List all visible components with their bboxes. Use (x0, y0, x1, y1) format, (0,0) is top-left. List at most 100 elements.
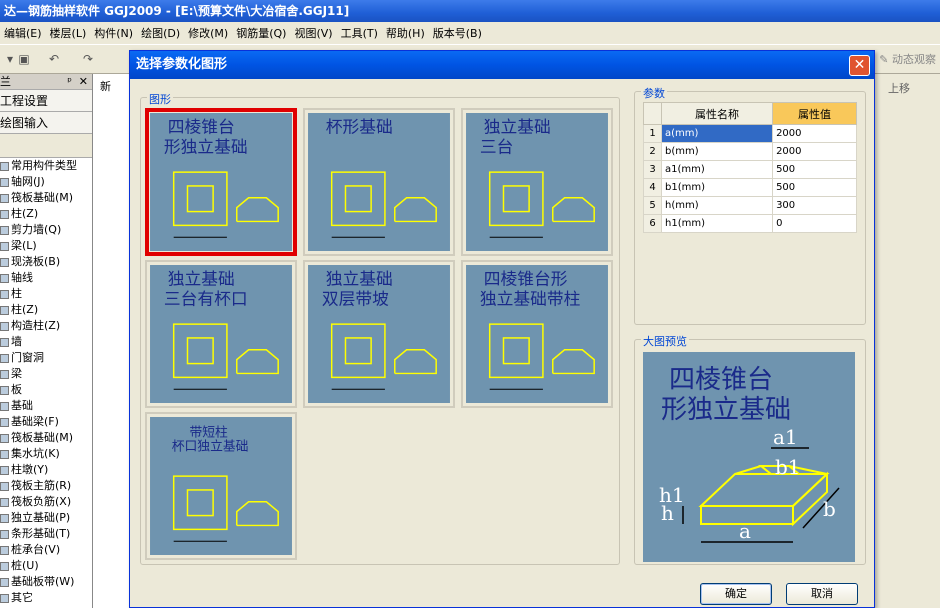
tree-item[interactable]: 板 (0, 382, 92, 398)
shape-title-2: 三台 (480, 136, 514, 156)
tree-item[interactable]: 柱(Z) (0, 206, 92, 222)
menu-tools[interactable]: 工具(T) (340, 27, 378, 40)
pyramid-foundation-drawing (698, 465, 830, 527)
project-settings-button[interactable]: 工程设置 (0, 90, 92, 112)
row-index: 6 (643, 214, 662, 233)
tree-item[interactable]: 常用构件类型 (0, 158, 92, 174)
tree-item-label: 梁 (11, 367, 22, 380)
col-header-name: 属性名称 (660, 102, 774, 125)
shape-card-5[interactable]: 独立基础双层带坡 (303, 260, 455, 408)
shape-card-4[interactable]: 独立基础三台有杯口 (145, 260, 297, 408)
component-icon (0, 321, 9, 331)
menu-version[interactable]: 版本号(B) (432, 27, 482, 40)
dynamic-view-button[interactable]: ✎ 动态观察 (879, 53, 936, 66)
menu-rebar[interactable]: 钢筋量(Q) (236, 27, 287, 40)
param-value[interactable]: 500 (772, 160, 857, 179)
foundation-schematic (488, 171, 595, 227)
document-tab[interactable]: 新 (100, 80, 111, 93)
tree-item[interactable]: 构造柱(Z) (0, 318, 92, 334)
tree-item[interactable]: 筏板主筋(R) (0, 478, 92, 494)
menu-component[interactable]: 构件(N) (94, 27, 134, 40)
tree-item[interactable]: 桩承台(V) (0, 542, 92, 558)
dialog-close-button[interactable]: ✕ (849, 55, 870, 76)
tree-item-label: 集水坑(K) (11, 447, 60, 460)
tree-item[interactable]: 柱 (0, 286, 92, 302)
tree-item[interactable]: 柱(Z) (0, 302, 92, 318)
tree-item[interactable]: 集水坑(K) (0, 446, 92, 462)
dim-label-h: h (661, 501, 674, 525)
menu-edit[interactable]: 编辑(E) (4, 27, 42, 40)
component-icon (0, 545, 9, 555)
tree-item-label: 轴线 (11, 271, 33, 284)
tree-item[interactable]: 基础板带(W) (0, 574, 92, 590)
redo-icon[interactable]: ↷ (82, 52, 94, 66)
tree-item[interactable]: 轴线 (0, 270, 92, 286)
row-index: 4 (643, 178, 662, 197)
undo-icon[interactable]: ↶ (48, 52, 60, 66)
menu-floor[interactable]: 楼层(L) (49, 27, 87, 40)
param-value[interactable]: 500 (772, 178, 857, 197)
tree-item[interactable]: 筏板基础(M) (0, 430, 92, 446)
shape-card-6[interactable]: 四棱锥台形独立基础带柱 (461, 260, 613, 408)
tree-item[interactable]: 现浇板(B) (0, 254, 92, 270)
shape-title-2: 独立基础带柱 (480, 288, 581, 308)
row-index: 5 (643, 196, 662, 215)
tree-item[interactable]: 梁 (0, 366, 92, 382)
shape-card-3[interactable]: 独立基础三台 (461, 108, 613, 256)
param-value[interactable]: 2000 (772, 142, 857, 161)
ok-button[interactable]: 确定 (700, 583, 772, 605)
tree-item[interactable]: 梁(L) (0, 238, 92, 254)
menu-help[interactable]: 帮助(H) (385, 27, 425, 40)
cancel-button[interactable]: 取消 (786, 583, 858, 605)
menu-draw[interactable]: 绘图(D) (141, 27, 181, 40)
component-icon (0, 257, 9, 267)
component-icon (0, 177, 9, 187)
param-name: b(mm) (660, 142, 774, 161)
tree-item[interactable]: 轴网(J) (0, 174, 92, 190)
shapes-group-label: 图形 (147, 91, 173, 107)
close-icon[interactable]: ✕ (78, 75, 88, 88)
param-value[interactable]: 2000 (772, 124, 857, 143)
tree-item[interactable]: 柱墩(Y) (0, 462, 92, 478)
dropdown-arrow-icon[interactable]: ▾ (6, 52, 14, 66)
tree-item-label: 墙 (11, 335, 22, 348)
shape-card-7[interactable]: 带短柱杯口独立基础 (145, 412, 297, 560)
tree-item[interactable]: 基础 (0, 398, 92, 414)
menu-modify[interactable]: 修改(M) (188, 27, 229, 40)
tree-item[interactable]: 筏板基础(M) (0, 190, 92, 206)
tree-item[interactable]: 墙 (0, 334, 92, 350)
menu-bar: 编辑(E) 楼层(L) 构件(N) 绘图(D) 修改(M) 钢筋量(Q) 视图(… (0, 22, 940, 44)
component-icon (0, 241, 9, 251)
shape-card-2[interactable]: 杯形基础 (303, 108, 455, 256)
shape-title-1: 独立基础 (484, 117, 551, 137)
tree-item[interactable]: 基础梁(F) (0, 414, 92, 430)
drawing-input-button[interactable]: 绘图输入 (0, 112, 92, 134)
param-value[interactable]: 0 (772, 214, 857, 233)
shape-title-2: 双层带坡 (322, 288, 389, 308)
tree-item[interactable]: 剪力墙(Q) (0, 222, 92, 238)
shape-card-1[interactable]: 四棱锥台形独立基础 (145, 108, 297, 256)
component-icon (0, 513, 9, 523)
param-value[interactable]: 300 (772, 196, 857, 215)
tree-item-label: 筏板基础(M) (11, 431, 74, 444)
pin-icon[interactable]: ᵖ (67, 75, 72, 88)
tree-item[interactable]: 桩(U) (0, 558, 92, 574)
move-up-button[interactable]: 上移 (888, 82, 910, 95)
shape-title-2: 杯口独立基础 (172, 440, 249, 455)
tree-item[interactable]: 门窗洞 (0, 350, 92, 366)
menu-view[interactable]: 视图(V) (294, 27, 333, 40)
dim-label-b1: b1 (775, 455, 801, 479)
tree-item[interactable]: 其它 (0, 590, 92, 606)
tree-item[interactable]: 筏板负筋(X) (0, 494, 92, 510)
save-icon[interactable]: ▣ (18, 52, 30, 66)
tree-item[interactable]: 条形基础(T) (0, 526, 92, 542)
dimension-labels: a h1 h b a1 b1 (659, 425, 836, 543)
tree-item[interactable]: 独立基础(P) (0, 510, 92, 526)
